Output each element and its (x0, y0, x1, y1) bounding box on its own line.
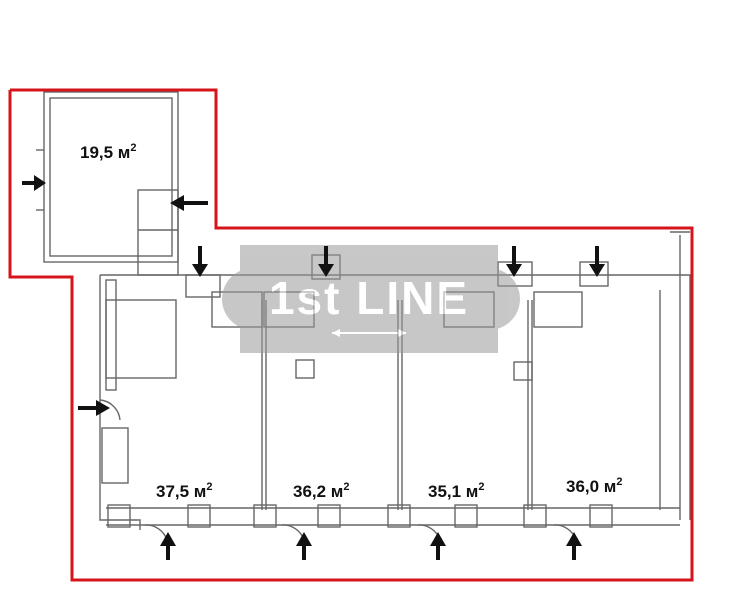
watermark: 1st LINE (222, 245, 520, 353)
entrance-arrow-icon (318, 246, 334, 277)
room-2-area: 37,5 м2 (156, 481, 213, 501)
entrance-arrow-icon (78, 400, 110, 416)
entrance-arrow-icon (296, 532, 312, 560)
entrance-arrows (22, 175, 605, 560)
watermark-text: 1st LINE (269, 272, 469, 324)
entrance-arrow-icon (506, 246, 522, 277)
entrance-arrow-icon (170, 195, 208, 211)
room-5-area: 36,0 м2 (566, 476, 623, 496)
room-4-area: 35,1 м2 (428, 481, 485, 501)
room-1-area: 19,5 м2 (80, 142, 137, 162)
entrance-arrow-icon (430, 532, 446, 560)
entrance-arrow-icon (160, 532, 176, 560)
room-3-area: 36,2 м2 (293, 481, 350, 501)
entrance-arrow-icon (589, 246, 605, 277)
entrance-arrow-icon (22, 175, 46, 191)
entrance-arrow-icon (566, 532, 582, 560)
premises-boundary (8, 88, 694, 582)
entrance-arrow-icon (192, 246, 208, 277)
